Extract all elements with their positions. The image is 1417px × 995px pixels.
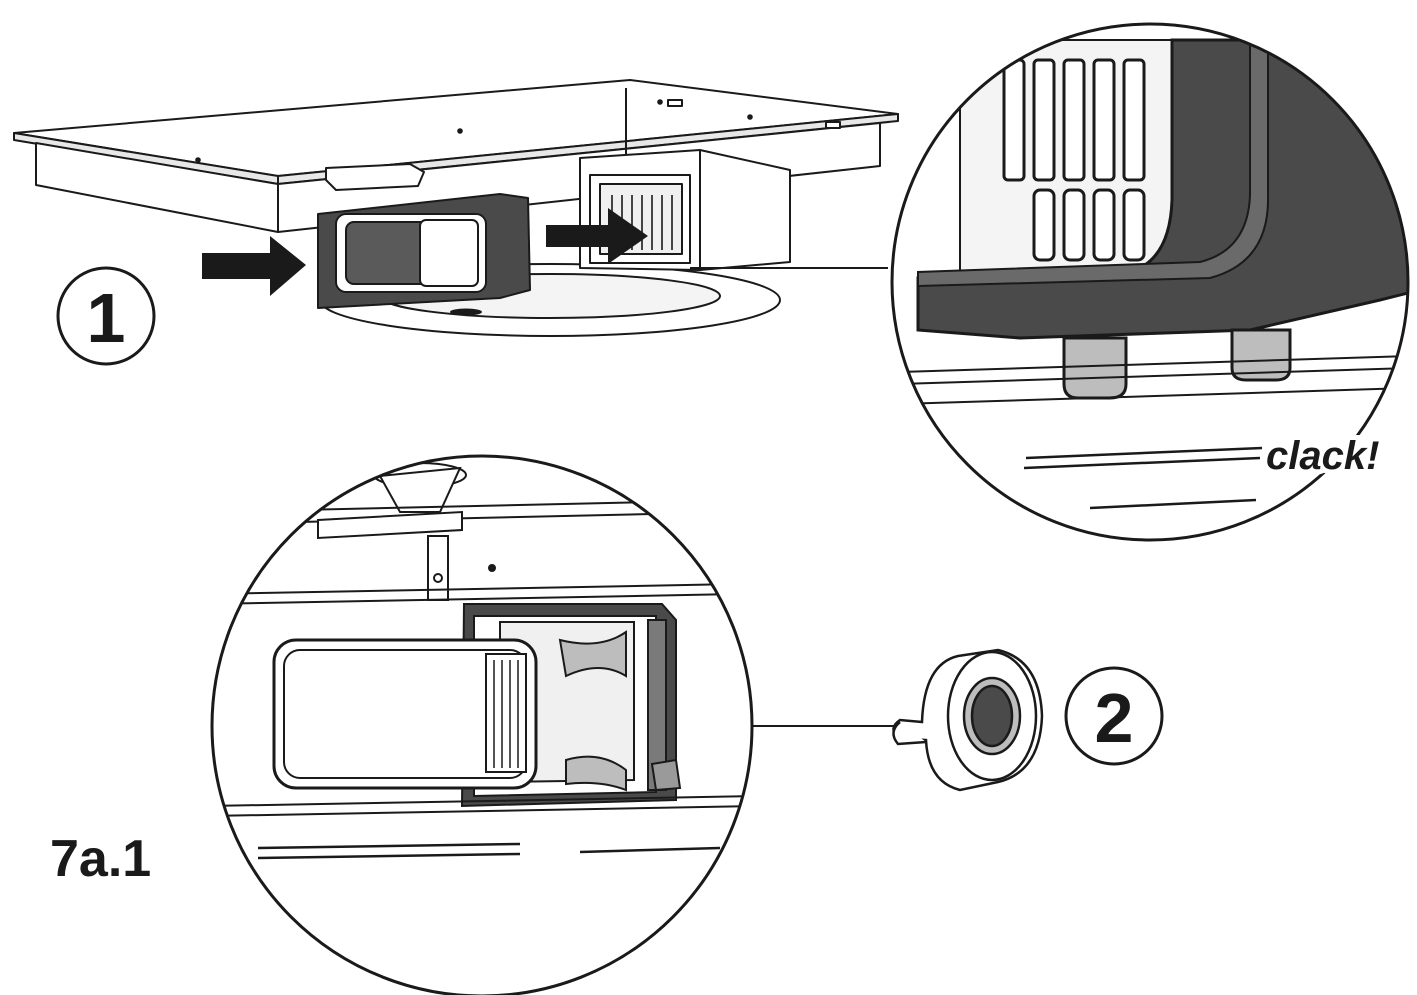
step-2-marker: 2 <box>1064 666 1164 766</box>
hob-unit <box>13 79 899 337</box>
tape-roll-icon <box>892 648 1044 792</box>
zoom-circle-top <box>890 22 1410 542</box>
arrow-right-icon <box>202 236 306 296</box>
detail-zoom-clip: clack! <box>890 22 1410 542</box>
step-1-number: 1 <box>87 279 126 357</box>
arrow-right-icon <box>546 208 648 264</box>
step-2-number: 2 <box>1095 679 1134 757</box>
step-1-marker: 1 <box>56 266 156 366</box>
clack-callout: clack! <box>1266 434 1379 478</box>
detail-zoom-tape <box>210 454 754 995</box>
figure-label: 7a.1 <box>50 830 151 888</box>
